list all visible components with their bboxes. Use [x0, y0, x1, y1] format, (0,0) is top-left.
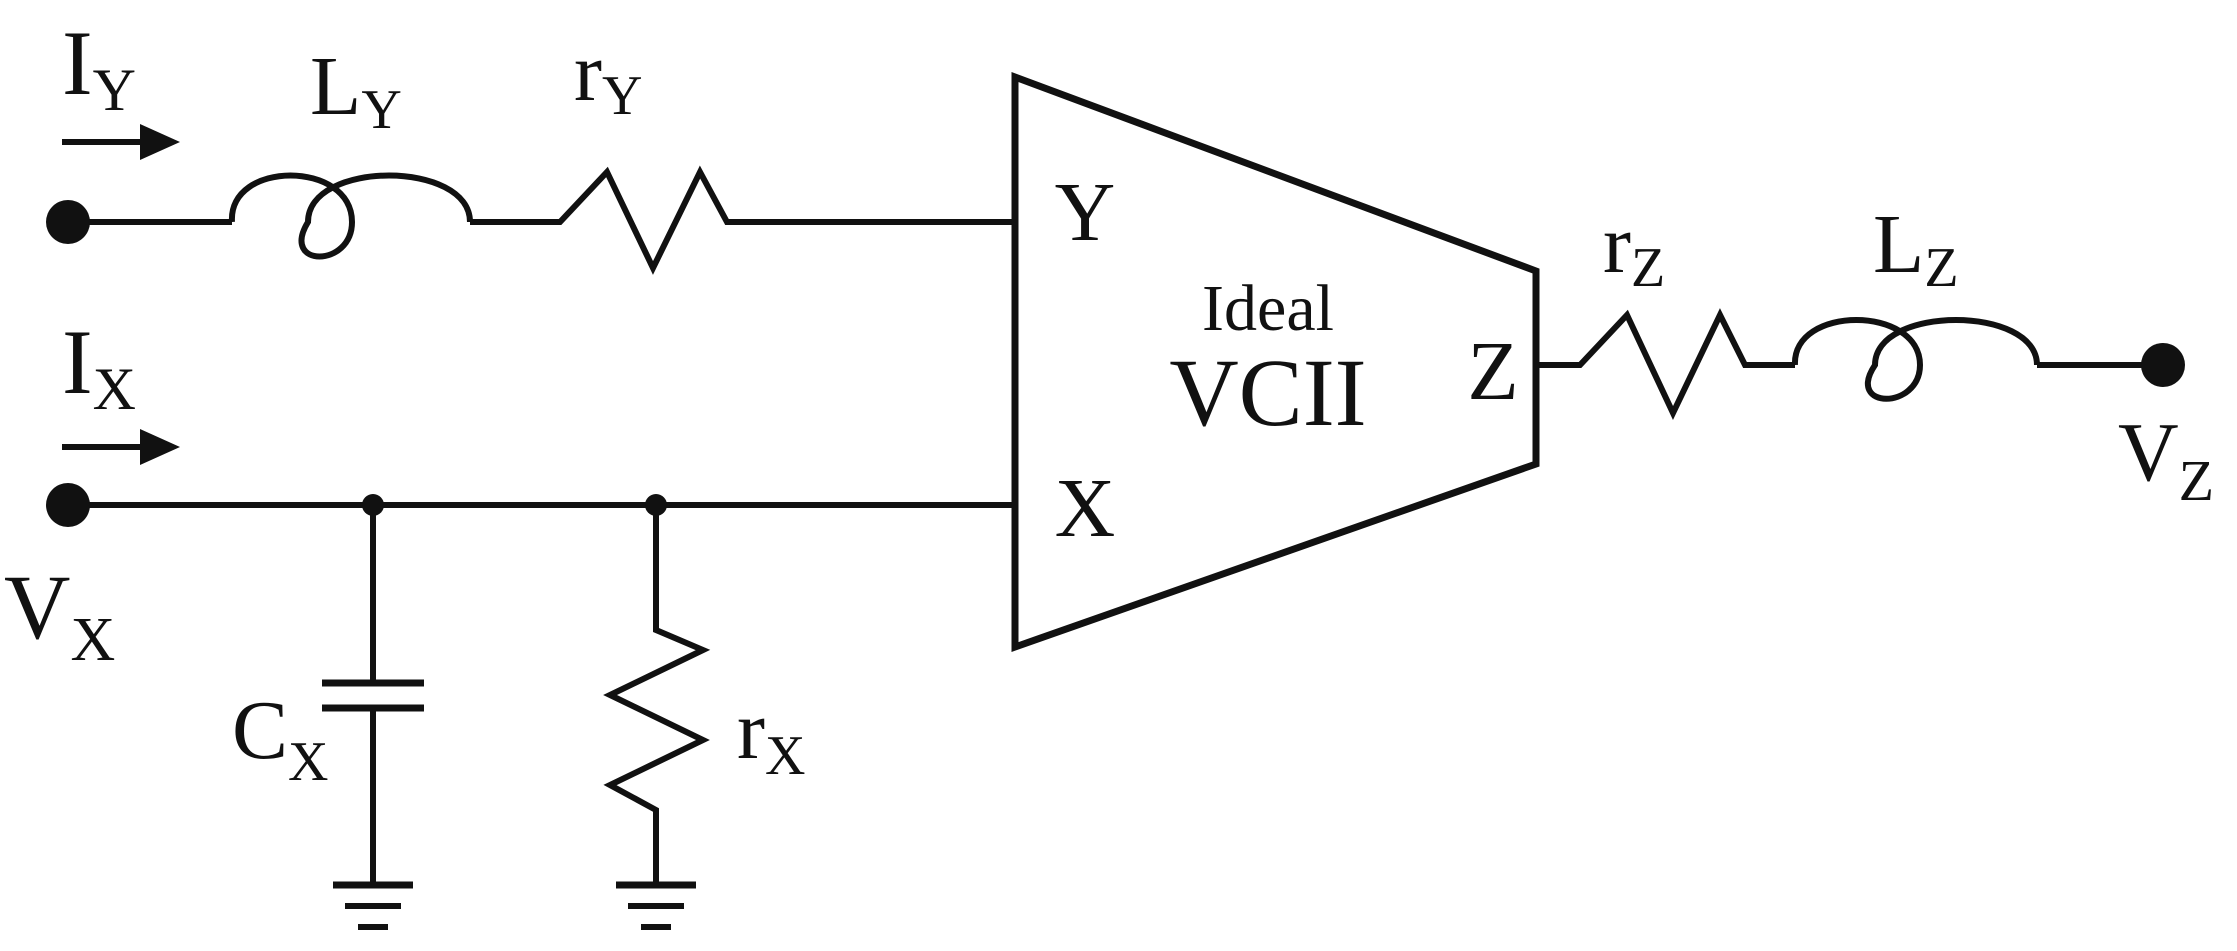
port-x-label: X	[1055, 462, 1116, 555]
terminal-z	[2141, 343, 2185, 387]
label-vx: VX	[4, 556, 115, 674]
label-iy: IY	[62, 12, 136, 123]
label-vz: VZ	[2118, 406, 2214, 513]
resistor-ry	[535, 165, 735, 275]
inductor-ly	[228, 172, 473, 260]
vcii-block	[1011, 71, 1540, 652]
capacitor-cx	[322, 505, 424, 885]
current-arrow-x	[62, 429, 180, 465]
ground-cx	[333, 881, 413, 930]
port-z-label: Z	[1467, 325, 1518, 418]
current-arrow-y	[62, 124, 180, 160]
label-rx: rX	[737, 684, 805, 787]
label-ix: IX	[62, 311, 136, 422]
port-y-label: Y	[1055, 166, 1116, 259]
label-ry: rY	[574, 26, 642, 127]
resistor-rx	[603, 505, 711, 885]
block-label-ideal: Ideal	[1202, 272, 1334, 345]
inductor-lz	[1791, 317, 2040, 402]
label-cx: CX	[232, 684, 328, 793]
resistor-rz	[1560, 308, 1795, 420]
block-label-vcii: VCII	[1169, 339, 1366, 446]
ground-rx	[616, 881, 696, 930]
label-rz: rZ	[1603, 198, 1665, 299]
label-ly: LY	[310, 40, 402, 141]
label-lz: LZ	[1873, 198, 1959, 299]
